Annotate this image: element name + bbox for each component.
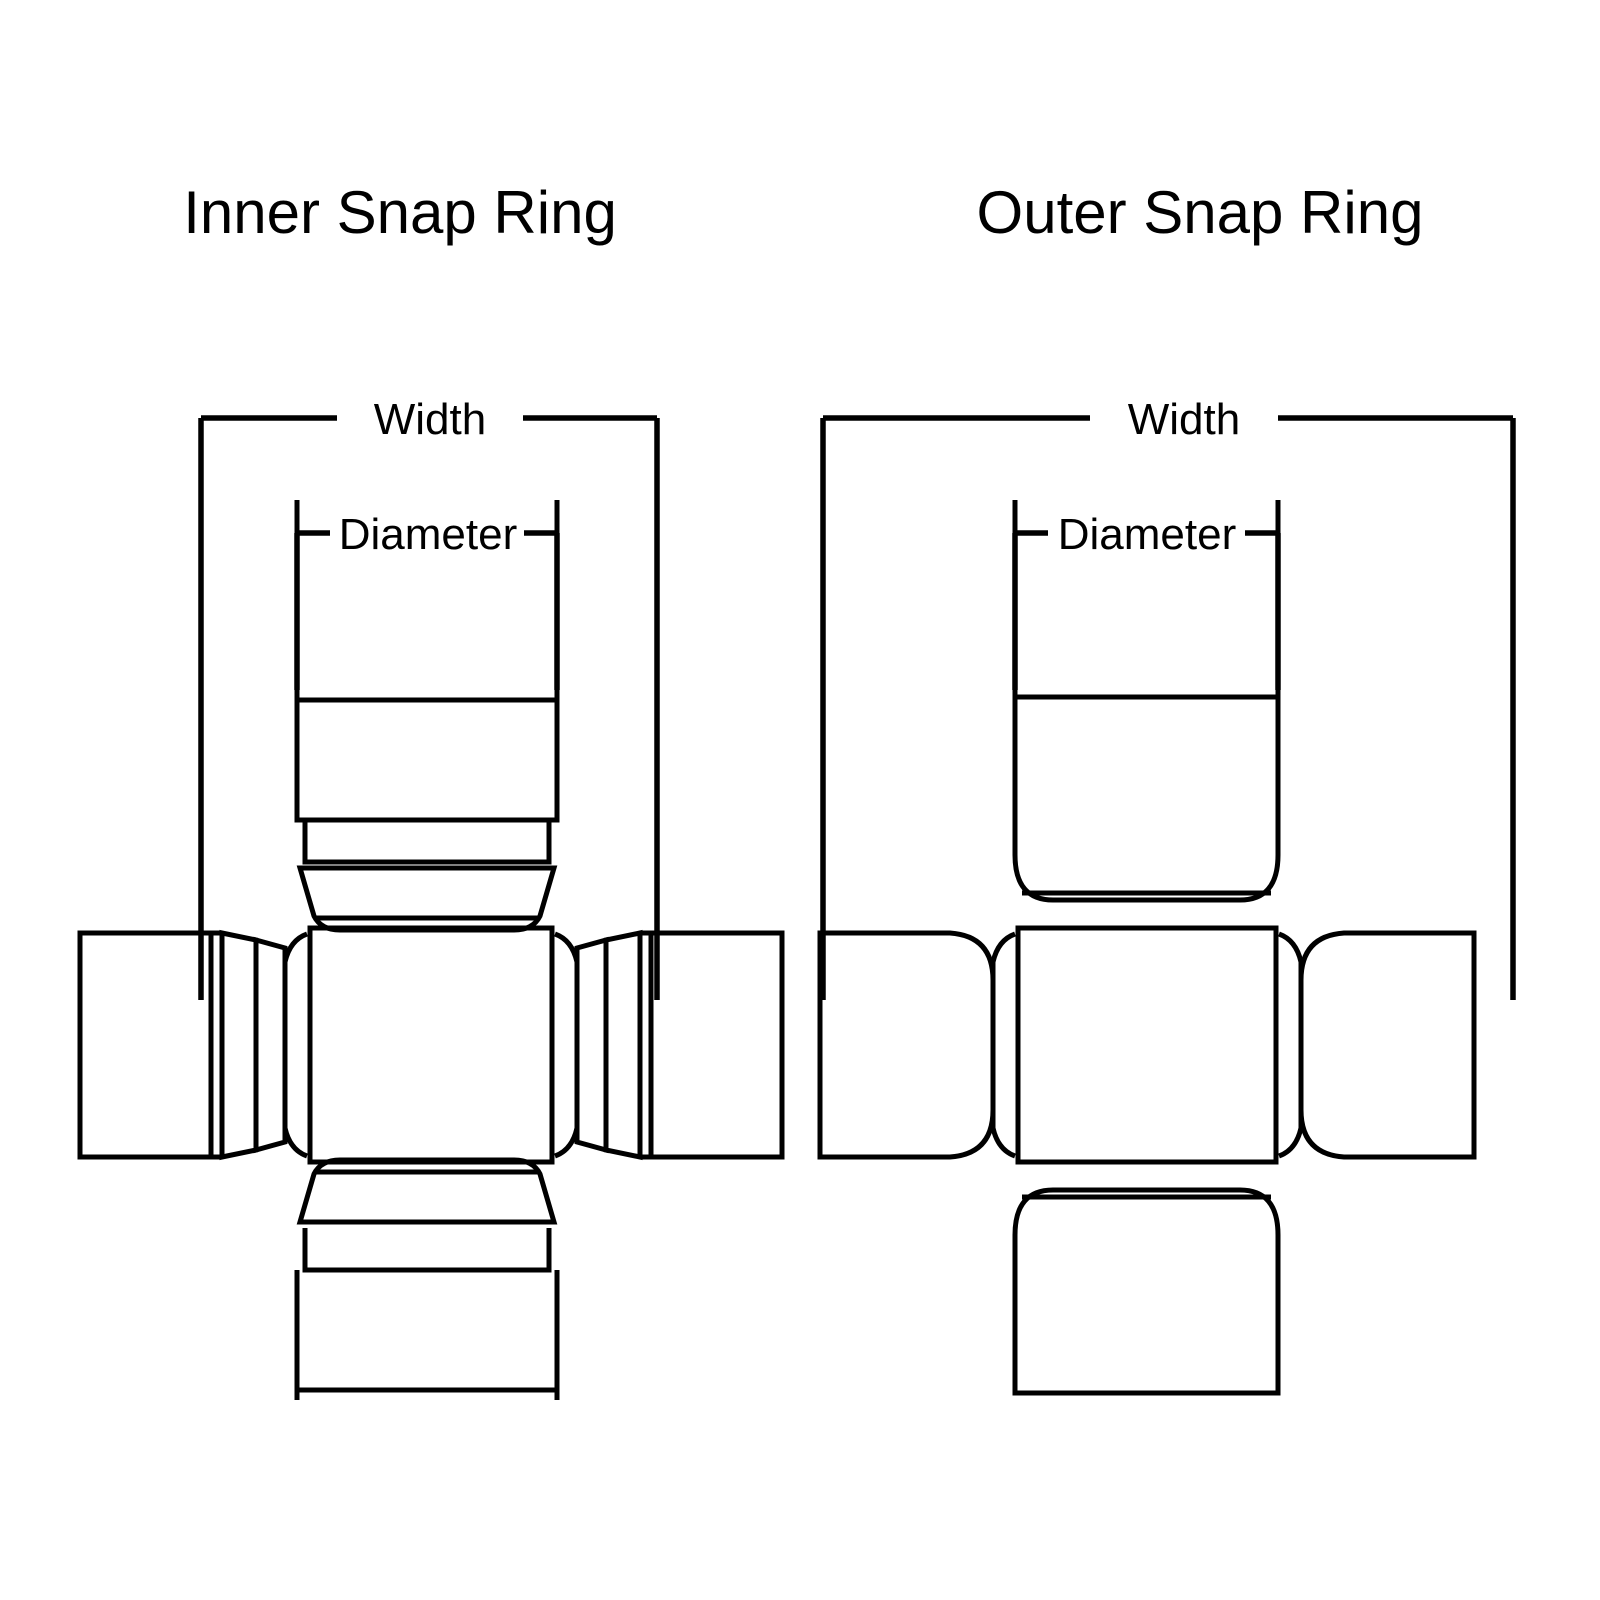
top-bearing-cap-outer — [1012, 500, 1281, 903]
left-bearing-cap-outer — [817, 930, 1016, 1160]
width-dimension-bracket-inner — [198, 415, 660, 1000]
top-bearing-cap-inner — [294, 500, 560, 933]
panel-title-inner: Inner Snap Ring — [183, 179, 617, 246]
width-label-outer: Width — [1128, 395, 1240, 444]
panel-inner-snap-ring: Inner Snap Ring Width Diameter — [77, 179, 785, 1400]
bottom-bearing-cap-inner — [294, 1157, 560, 1400]
right-bearing-cap-inner — [554, 929, 785, 1161]
panel-title-outer: Outer Snap Ring — [976, 179, 1424, 246]
outer-snap-ring-drawing: Width Diameter — [817, 395, 1516, 1396]
diameter-label-inner: Diameter — [339, 510, 518, 559]
panel-outer-snap-ring: Outer Snap Ring Width Diameter — [800, 0, 1600, 1600]
left-bearing-cap-inner — [77, 929, 308, 1161]
center-cross-body-inner — [307, 925, 555, 1165]
width-dimension-bracket-outer — [820, 415, 1516, 1000]
width-label-inner: Width — [374, 395, 486, 444]
diameter-label-outer: Diameter — [1058, 510, 1237, 559]
right-bearing-cap-outer — [1278, 930, 1477, 1160]
inner-snap-ring-drawing: Width Diameter — [77, 395, 785, 1400]
bottom-bearing-cap-outer — [1012, 1187, 1281, 1396]
center-cross-body-outer — [1015, 925, 1279, 1165]
